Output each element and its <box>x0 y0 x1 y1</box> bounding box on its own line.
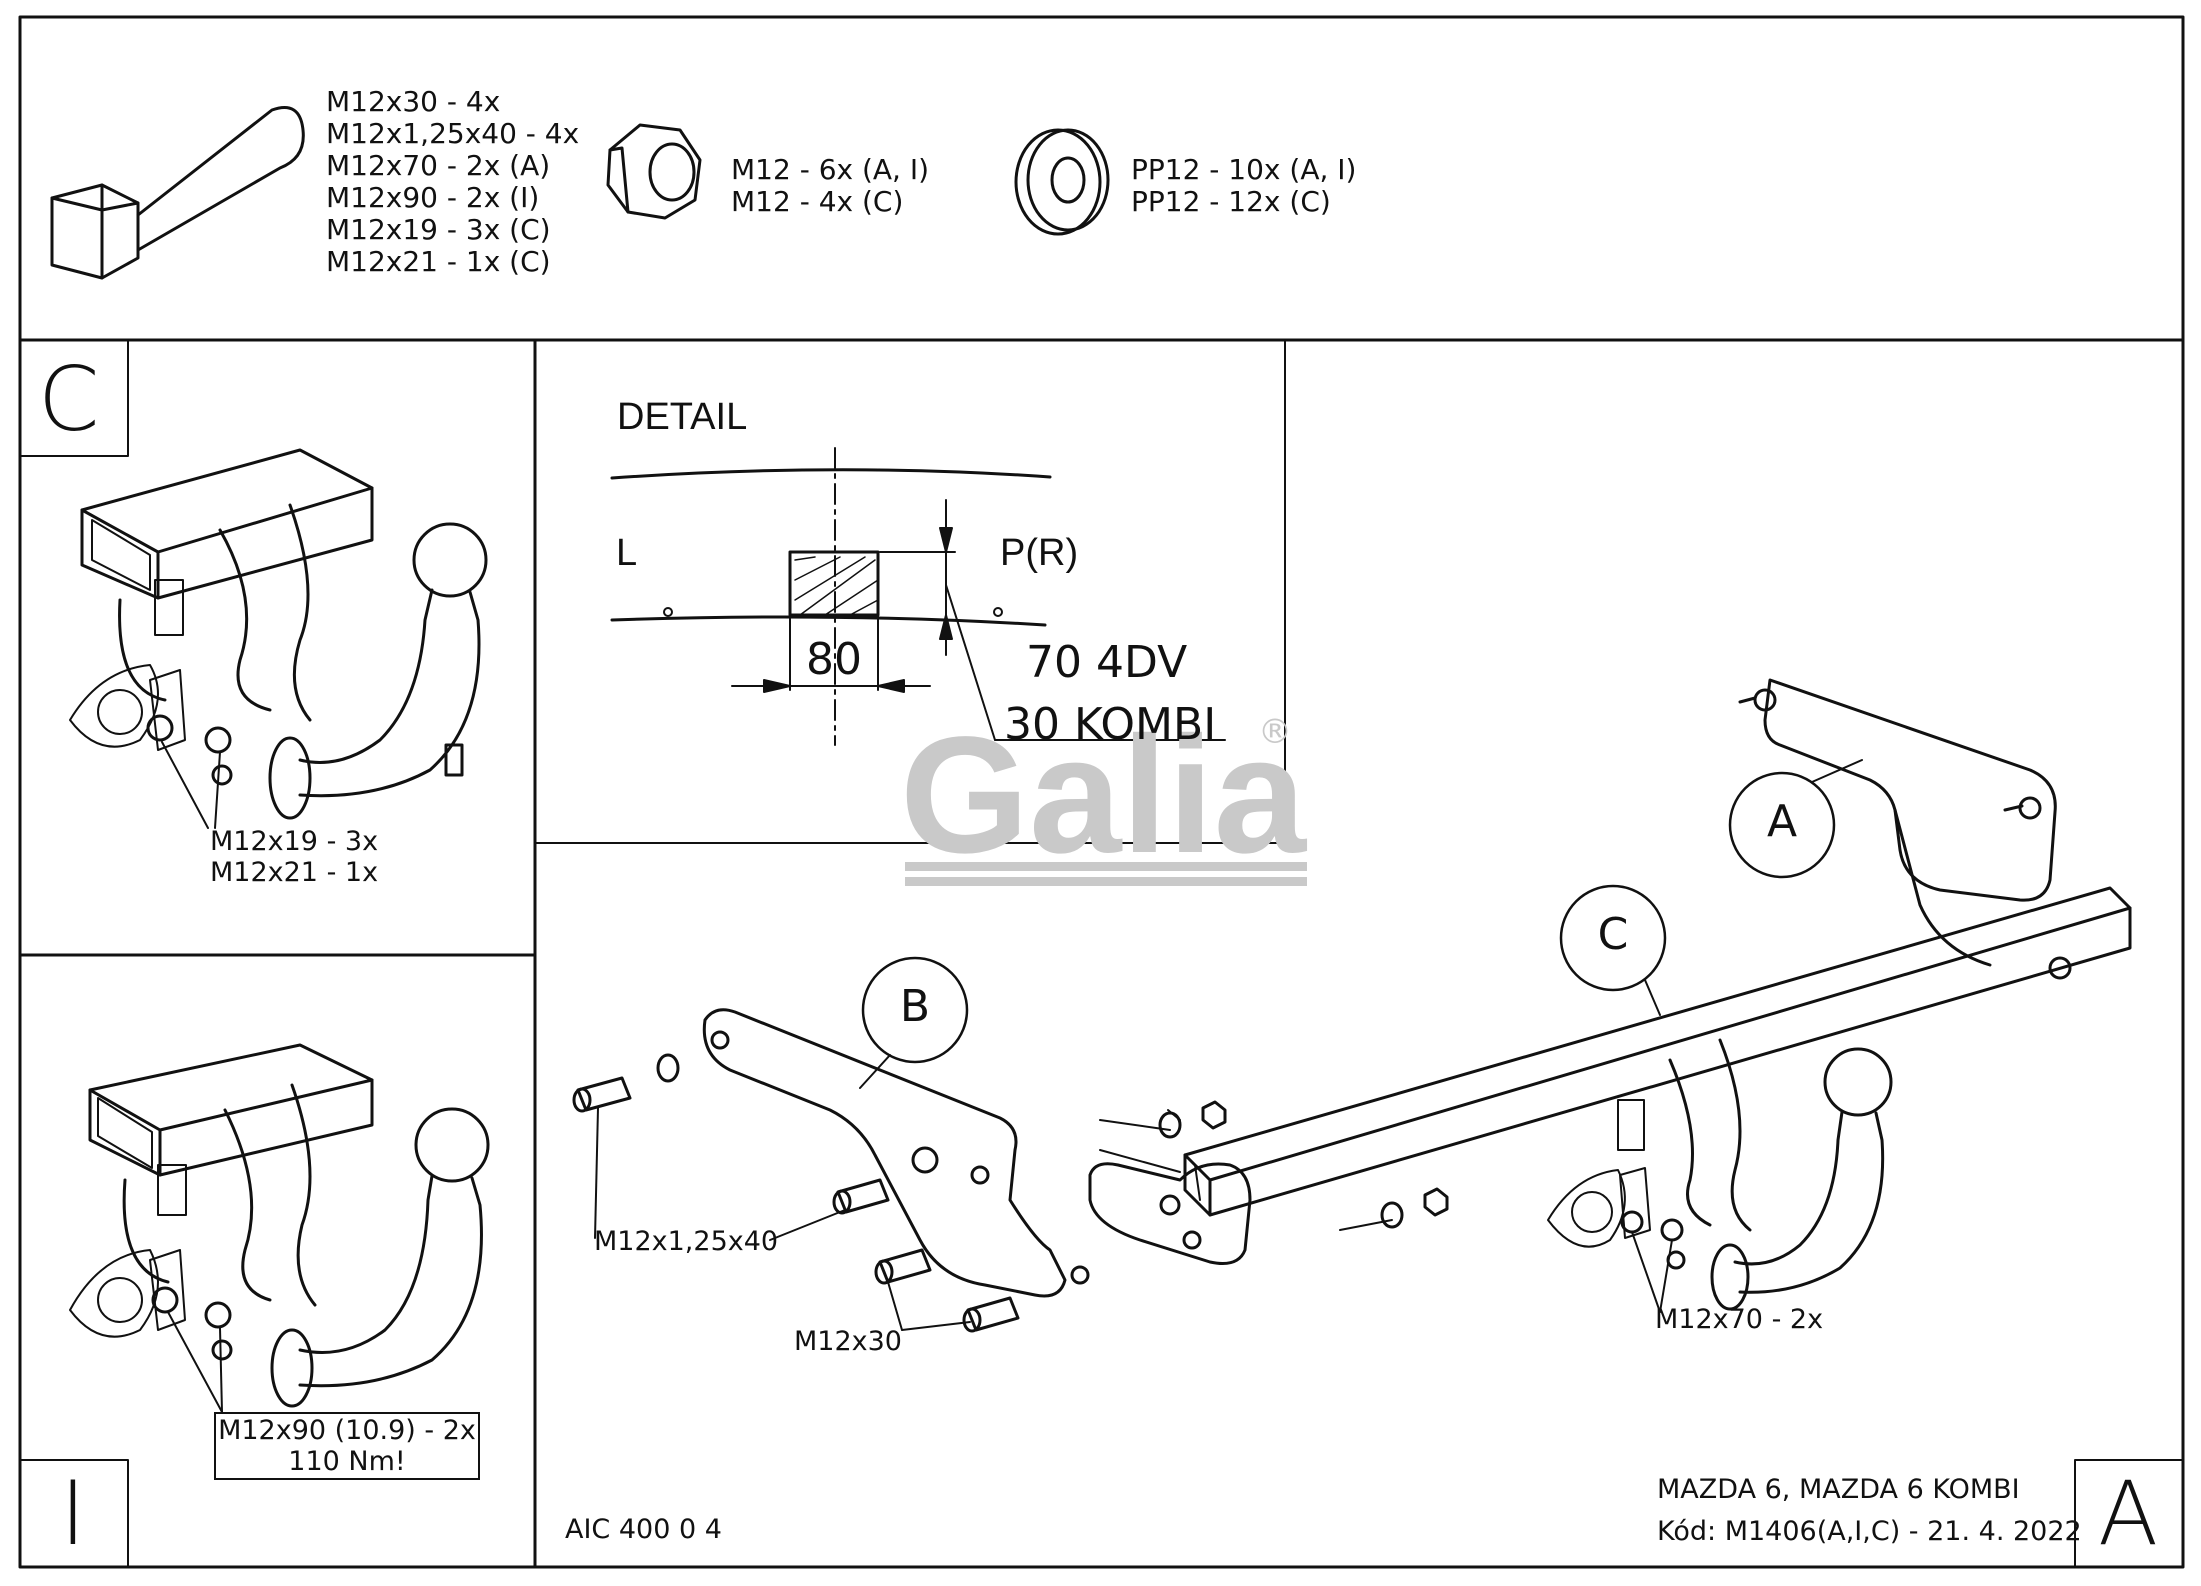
sheet-letter: A <box>2098 1462 2159 1565</box>
galia-watermark: Galia <box>900 703 1308 888</box>
bolt-spec-2: M12x1,25x40 - 4x <box>326 117 580 150</box>
svg-text:Galia: Galia <box>900 703 1308 888</box>
detail-height-dimension: 70 4DV 30 KOMBI <box>1004 632 1216 756</box>
callout-m12x1-25x40: M12x1,25x40 <box>594 1226 779 1257</box>
bracket-b-illustration <box>702 1008 1090 1298</box>
bracket-a-illustration <box>1738 678 2072 980</box>
panel-c-callouts: M12x19 - 3x M12x21 - 1x <box>210 826 378 888</box>
hitch-i-illustration <box>69 1043 490 1413</box>
panel-c-letter: C <box>38 348 100 451</box>
label-b: B <box>899 981 931 1032</box>
label-c: C <box>1597 909 1629 960</box>
bolt-icon <box>50 106 305 280</box>
detail-left-label: L <box>616 532 638 574</box>
detail-height-1: 70 4DV <box>1026 637 1188 688</box>
detail-crossbar-section <box>788 550 880 617</box>
washer-icon <box>1014 128 1110 236</box>
panel-i-letter: I <box>60 1462 86 1565</box>
panel-i-torque-note: M12x90 (10.9) - 2x 110 Nm! <box>214 1412 480 1480</box>
bolt-spec-list: M12x30 - 4x M12x1,25x40 - 4x M12x70 - 2x… <box>326 86 579 278</box>
side-plate-illustration <box>1088 1109 1252 1265</box>
washer-spec-list: PP12 - 10x (A, I) PP12 - 12x (C) <box>1131 154 1356 218</box>
detail-height-2: 30 KOMBI <box>1004 699 1217 750</box>
registered-mark: ® <box>1258 712 1292 752</box>
bolt-spec-1: M12x30 - 4x <box>326 85 501 118</box>
label-circles <box>861 771 1836 1064</box>
nut-spec-1: M12 - 6x (A, I) <box>731 153 930 186</box>
panel-c-callout-2: M12x21 - 1x <box>210 857 379 888</box>
panel-i-callout-2: 110 Nm! <box>288 1446 406 1477</box>
drawing-kod: Kód: M1406(A,I,C) - 21. 4. 2022 <box>1657 1516 2082 1547</box>
hitch-main-illustration <box>1547 1038 1893 1311</box>
fasteners-illustration <box>572 1053 1449 1333</box>
drawing-code: AIC 400 0 4 <box>565 1514 722 1545</box>
bolt-spec-4: M12x90 - 2x (I) <box>326 181 540 214</box>
washer-spec-1: PP12 - 10x (A, I) <box>1131 153 1357 186</box>
label-a: A <box>1766 796 1798 847</box>
vehicle-model: MAZDA 6, MAZDA 6 KOMBI <box>1657 1474 2020 1505</box>
callout-m12x30: M12x30 <box>794 1326 902 1357</box>
detail-width-dimension: 80 <box>806 634 862 685</box>
detail-title: DETAIL <box>617 396 748 438</box>
detail-illustration <box>610 447 1226 746</box>
bolt-spec-6: M12x21 - 1x (C) <box>326 245 551 278</box>
nut-icon <box>606 123 702 220</box>
leader-lines <box>594 759 1863 1331</box>
hitch-c-illustration <box>69 448 488 829</box>
panel-i-callout-1: M12x90 (10.9) - 2x <box>218 1415 476 1446</box>
nut-spec-list: M12 - 6x (A, I) M12 - 4x (C) <box>731 154 929 218</box>
nut-spec-2: M12 - 4x (C) <box>731 185 904 218</box>
bolt-spec-3: M12x70 - 2x (A) <box>326 149 551 182</box>
callout-m12x70: M12x70 - 2x <box>1655 1304 1824 1335</box>
panel-c-callout-1: M12x19 - 3x <box>210 826 379 857</box>
bolt-spec-5: M12x19 - 3x (C) <box>326 213 551 246</box>
detail-right-label: P(R) <box>1000 532 1079 574</box>
drawing-frame <box>18 15 2185 1569</box>
crossbar-c-illustration <box>1183 886 2132 1217</box>
washer-spec-2: PP12 - 12x (C) <box>1131 185 1331 218</box>
